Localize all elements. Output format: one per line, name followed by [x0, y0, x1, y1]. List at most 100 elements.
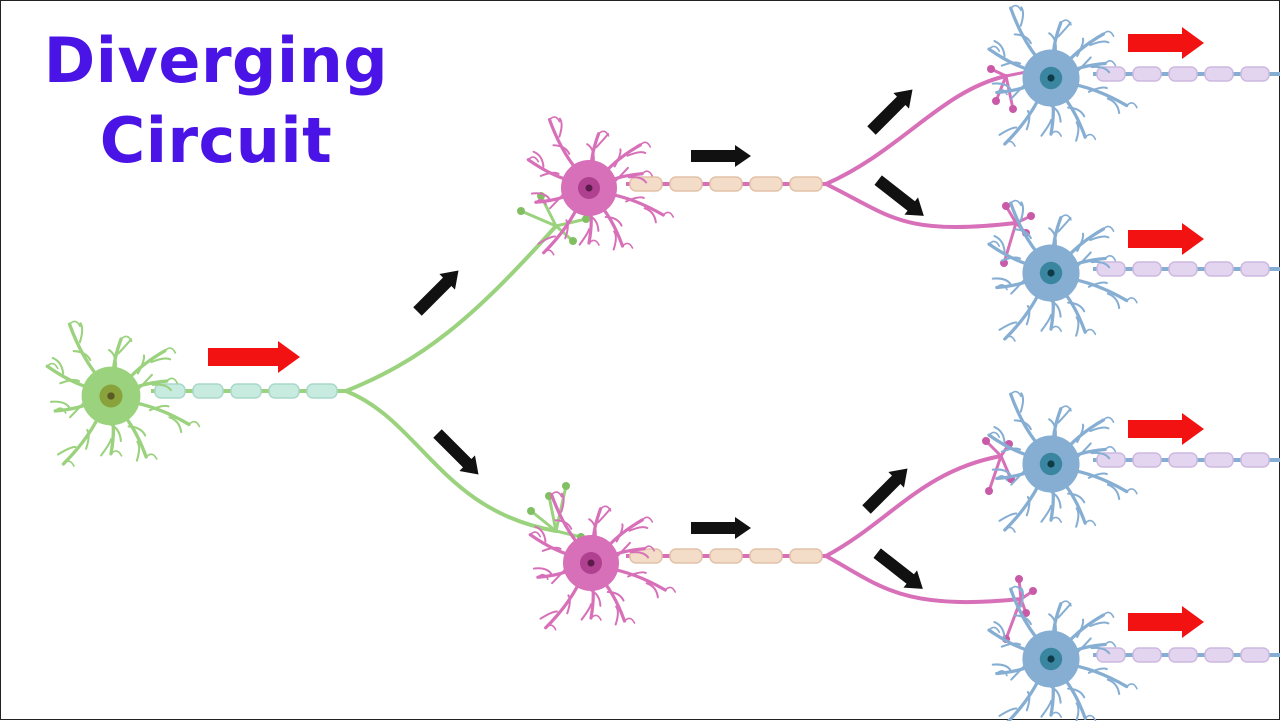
- myelin-sheath: [231, 384, 261, 398]
- terminal-bouton: [992, 97, 1000, 105]
- arrow-shape: [859, 461, 916, 518]
- myelin-sheath: [670, 549, 702, 563]
- dendrite-branch: [615, 149, 621, 166]
- axon-blue-2: [1093, 262, 1280, 276]
- axon-blue-1: [1093, 67, 1280, 81]
- dendrite-branch: [534, 568, 551, 573]
- myelin-sheath: [269, 384, 299, 398]
- myelin-sheath: [1241, 67, 1269, 81]
- dendrite-branch: [1077, 234, 1083, 251]
- arrow-shape: [430, 426, 487, 483]
- axon-branch-green-lower: [346, 391, 556, 531]
- red-arrow-2: [1128, 27, 1204, 59]
- myelin-sheath: [1241, 648, 1269, 662]
- axon-branch-green-upper: [346, 226, 556, 391]
- axon-pink-lower: [626, 549, 826, 563]
- myelin-sheath: [1133, 67, 1161, 81]
- terminal-bouton: [1015, 575, 1023, 583]
- myelin-sheath: [1241, 453, 1269, 467]
- dendrite-branch: [1077, 620, 1083, 637]
- myelin-sheath: [1097, 67, 1125, 81]
- axon-branch-pink-1: [826, 76, 1006, 184]
- dendrite-branch: [1077, 425, 1083, 442]
- arrow-shape: [410, 263, 467, 320]
- nucleolus: [1047, 269, 1054, 276]
- dendrite-branch: [51, 402, 69, 408]
- myelin-sheath: [307, 384, 337, 398]
- myelin-sheath: [193, 384, 223, 398]
- terminal-bouton: [569, 237, 577, 245]
- black-arrow-down-2: [871, 171, 930, 224]
- myelin-sheath: [670, 177, 702, 191]
- myelin-sheath: [1205, 648, 1233, 662]
- myelin-sheath: [790, 549, 822, 563]
- dendrite-branch: [1077, 39, 1083, 56]
- red-arrow-3: [1128, 223, 1204, 255]
- dendrite-branch: [1076, 508, 1078, 526]
- red-arrow-5: [1128, 606, 1204, 638]
- black-arrow-up-1: [410, 263, 467, 320]
- myelin-sheath: [1205, 67, 1233, 81]
- terminal-branch: [989, 456, 1001, 491]
- dendrite-branch: [1076, 703, 1078, 721]
- axon-pink-upper: [626, 177, 826, 191]
- terminal-bouton: [1002, 202, 1010, 210]
- nucleolus: [586, 185, 593, 192]
- myelin-sheath: [1133, 262, 1161, 276]
- myelin-sheath: [1169, 453, 1197, 467]
- arrow-shape: [871, 171, 930, 224]
- nucleolus: [1047, 74, 1054, 81]
- dendrite-branch: [993, 278, 1011, 283]
- dendrite-branch: [616, 607, 618, 625]
- title-line-2: Circuit: [31, 101, 401, 181]
- myelin-sheath: [630, 177, 662, 191]
- myelin-sheath: [1169, 648, 1197, 662]
- dendrite-branch: [614, 232, 616, 250]
- black-arrow-up-3: [859, 461, 916, 518]
- arrow-shape: [870, 544, 929, 597]
- myelin-sheath: [1097, 648, 1125, 662]
- terminal-bouton: [1027, 212, 1035, 220]
- black-arrow-down-1: [430, 426, 487, 483]
- terminal-bouton: [985, 487, 993, 495]
- myelin-sheath: [1169, 67, 1197, 81]
- title-line-1: Diverging: [31, 21, 401, 101]
- nucleolus: [1047, 460, 1054, 467]
- axon-blue-4: [1093, 648, 1280, 662]
- myelin-sheath: [750, 177, 782, 191]
- arrow-shape: [1128, 27, 1204, 59]
- nucleolus: [1047, 655, 1054, 662]
- terminal-bouton: [527, 507, 535, 515]
- arrow-shape: [691, 145, 751, 167]
- arrow-shape: [208, 341, 300, 373]
- myelin-sheath: [790, 177, 822, 191]
- dendrite-branch: [1076, 317, 1078, 335]
- diagram-title: Diverging Circuit: [31, 21, 401, 181]
- red-arrow-1: [208, 341, 300, 373]
- terminal-bouton: [562, 482, 570, 490]
- myelin-sheath: [1133, 453, 1161, 467]
- terminal-bouton: [1029, 587, 1037, 595]
- dendrite-branch: [138, 355, 144, 373]
- myelin-sheath: [710, 177, 742, 191]
- dendrite-branch: [617, 524, 623, 541]
- myelin-sheath: [1169, 262, 1197, 276]
- nucleolus: [107, 392, 114, 399]
- myelin-sheath: [1241, 262, 1269, 276]
- arrow-shape: [1128, 606, 1204, 638]
- black-arrow-right-1: [691, 145, 751, 167]
- black-arrow-down-3: [870, 544, 929, 597]
- arrow-shape: [1128, 413, 1204, 445]
- terminal-bouton: [517, 207, 525, 215]
- myelin-sheath: [1097, 453, 1125, 467]
- red-arrow-4: [1128, 413, 1204, 445]
- axon-branch-pink-2: [826, 184, 1016, 227]
- myelin-sheath: [1205, 453, 1233, 467]
- axon-branch-pink-4: [826, 556, 1021, 602]
- myelin-sheath: [750, 549, 782, 563]
- myelin-sheath: [1133, 648, 1161, 662]
- terminals-pink-3: [982, 437, 1015, 495]
- terminal-bouton: [1009, 105, 1017, 113]
- black-arrow-right-2: [691, 517, 751, 539]
